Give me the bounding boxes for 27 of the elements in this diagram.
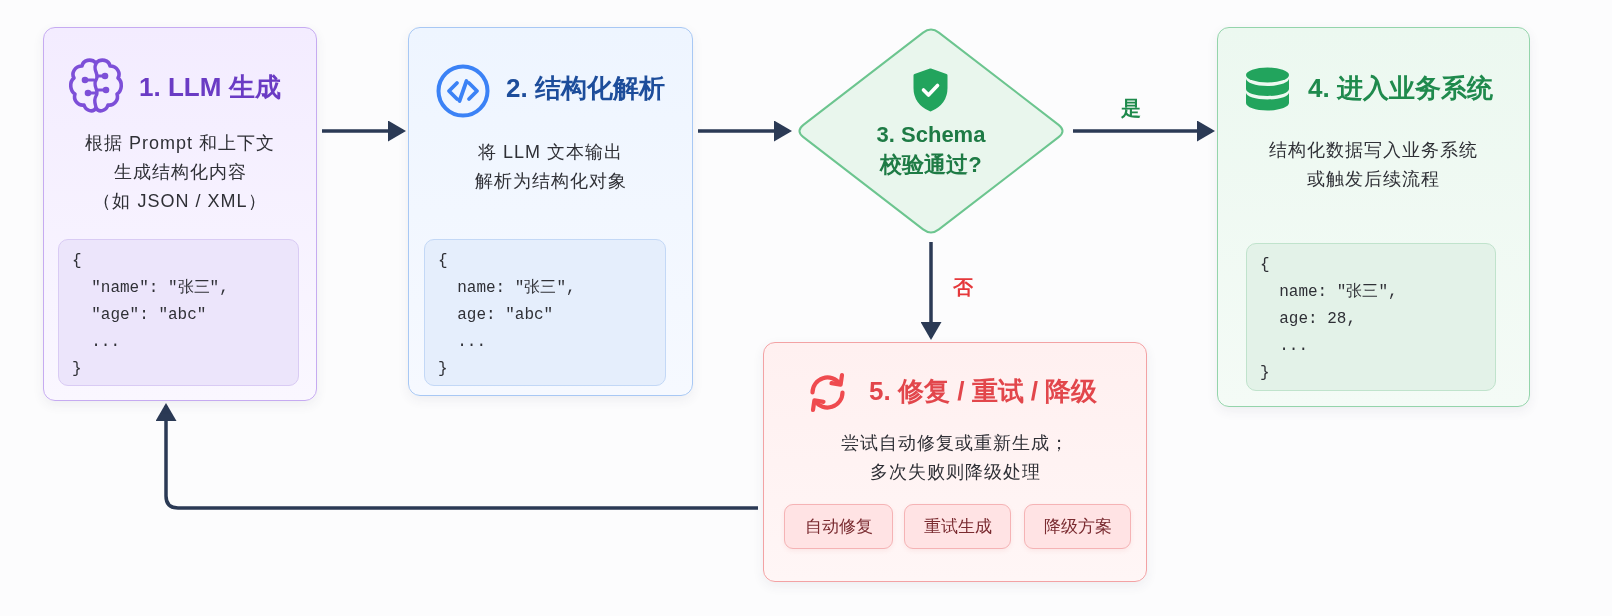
option-tag: 重试生成 [904, 504, 1011, 549]
option-tag: 自动修复 [784, 504, 893, 549]
step-card [763, 342, 1147, 582]
step-description: 结构化数据写入业务系统或触发后续流程 [1269, 139, 1478, 191]
option-tag: 降级方案 [1024, 504, 1131, 549]
step-description: 将 LLM 文本输出解析为结构化对象 [474, 141, 627, 193]
arrow [698, 120, 792, 142]
code-snippet: { "name": "张三", "age": "abc" ... } [72, 251, 229, 380]
step-title: 5. 修复 / 重试 / 降级 [869, 375, 1098, 407]
step-description: 根据 Prompt 和上下文生成结构化内容（如 JSON / XML） [85, 132, 275, 213]
arrow [322, 120, 406, 142]
arrow [155, 403, 758, 510]
step-title: 1. LLM 生成 [139, 71, 281, 103]
code-snippet: { name: "张三", age: 28, ... } [1260, 255, 1398, 384]
code-panel [424, 239, 666, 386]
step-description: 尝试自动修复或重新生成；多次失败则降级处理 [841, 432, 1069, 484]
arrow [920, 242, 942, 340]
code-panel [1246, 243, 1496, 391]
decision-label: 3. Schema 校验通过? [876, 121, 986, 179]
step-title: 2. 结构化解析 [506, 72, 665, 104]
step-card [43, 27, 317, 401]
arrow [1073, 120, 1215, 142]
code-panel [58, 239, 299, 386]
code-snippet: { name: "张三", age: "abc" ... } [438, 251, 576, 380]
step-card [408, 27, 693, 396]
step-title: 4. 进入业务系统 [1308, 72, 1493, 104]
step-card [1217, 27, 1530, 407]
